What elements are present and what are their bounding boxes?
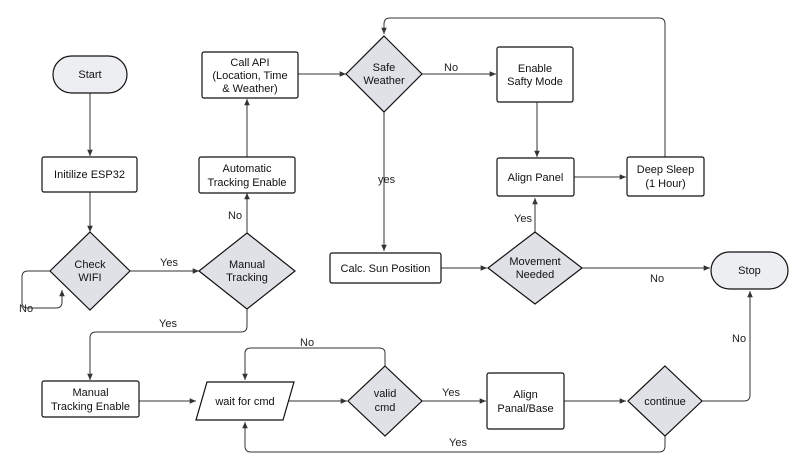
node-enable-safety-mode-label-2: Safty Mode	[507, 76, 563, 88]
node-stop-label: Stop	[738, 265, 761, 277]
edge-check-wifi-no-loop	[21, 270, 65, 309]
node-init-esp32-label: Initilize ESP32	[54, 169, 125, 181]
label-manual-no: No	[228, 210, 242, 222]
node-wait-for-cmd: wait for cmd	[195, 381, 295, 421]
node-valid-cmd-label-1: valid	[374, 388, 397, 400]
node-continue-label: continue	[644, 396, 686, 408]
node-start-label: Start	[78, 69, 101, 81]
node-movement-needed-shape	[487, 231, 583, 305]
node-manual-tracking-shape	[198, 232, 296, 310]
edges	[21, 17, 753, 453]
node-start: Start	[52, 55, 128, 94]
node-check-wifi-shape	[49, 231, 131, 311]
node-align-panel: Align Panel	[496, 157, 575, 197]
node-manual-tracking: Manual Tracking	[198, 232, 296, 310]
label-wifi-no: No	[19, 303, 33, 315]
node-automatic-tracking-enable-shape	[198, 156, 296, 194]
node-automatic-tracking-enable: Automatic Tracking Enable	[198, 156, 296, 194]
node-init-esp32-shape	[41, 156, 138, 193]
node-stop-shape	[710, 251, 789, 290]
node-calc-sun-position-label: Calc. Sun Position	[341, 263, 431, 275]
node-align-panal-base: Align Panal/Base	[486, 372, 565, 430]
node-wait-for-cmd-label: wait for cmd	[214, 396, 274, 408]
node-valid-cmd-label-2: cmd	[375, 402, 396, 414]
node-manual-tracking-enable-shape	[41, 380, 140, 418]
node-manual-tracking-enable: Manual Tracking Enable	[41, 380, 140, 418]
edge-labels: No Yes No Yes No yes Yes No No Yes Yes N…	[19, 62, 746, 449]
node-manual-tracking-label-1: Manual	[229, 259, 265, 271]
node-calc-sun-position: Calc. Sun Position	[329, 252, 442, 284]
node-call-api-label-1: Call API	[230, 57, 269, 69]
node-enable-safety-mode: Enable Safty Mode	[496, 46, 574, 103]
label-movement-yes: Yes	[514, 213, 532, 225]
node-align-panal-base-label-2: Panal/Base	[497, 403, 553, 415]
edge-manual-yes-to-manual-enable	[87, 308, 248, 380]
node-valid-cmd-shape	[347, 365, 423, 437]
edge-continue-yes-loop	[242, 422, 666, 453]
label-valid-yes: Yes	[442, 387, 460, 399]
node-check-wifi: Check WIFI	[49, 231, 131, 311]
node-valid-cmd: valid cmd	[347, 365, 423, 437]
node-call-api-label-3: & Weather)	[222, 83, 277, 95]
label-valid-no: No	[300, 337, 314, 349]
node-align-panal-base-label-1: Align	[513, 389, 537, 401]
node-enable-safety-mode-label-1: Enable	[518, 63, 552, 75]
label-movement-no: No	[650, 273, 664, 285]
node-movement-needed-label-2: Needed	[516, 269, 555, 281]
node-enable-safety-mode-shape	[496, 46, 574, 103]
node-align-panel-shape	[496, 157, 575, 197]
node-deep-sleep-label-2: (1 Hour)	[645, 178, 685, 190]
node-movement-needed-label-1: Movement	[509, 256, 560, 268]
label-wifi-yes: Yes	[160, 257, 178, 269]
node-wait-for-cmd-shape	[195, 381, 295, 421]
node-align-panal-base-shape	[486, 372, 565, 430]
node-stop: Stop	[710, 251, 789, 290]
node-deep-sleep-shape	[626, 156, 705, 197]
node-align-panel-label: Align Panel	[508, 172, 564, 184]
node-call-api-shape	[201, 51, 299, 99]
node-call-api: Call API (Location, Time & Weather)	[201, 51, 299, 99]
node-manual-tracking-enable-label-1: Manual	[72, 387, 108, 399]
edge-valid-no-loop	[242, 347, 386, 380]
node-automatic-tracking-enable-label-1: Automatic	[223, 163, 272, 175]
node-safe-weather-label-2: Weather	[363, 75, 405, 87]
edge-continue-no-to-stop	[702, 291, 753, 402]
node-start-shape	[52, 55, 128, 94]
node-call-api-label-2: (Location, Time	[212, 70, 287, 82]
node-deep-sleep: Deep Sleep (1 Hour)	[626, 156, 705, 197]
node-safe-weather: Safe Weather	[345, 35, 423, 113]
label-manual-yes: Yes	[159, 318, 177, 330]
label-weather-no: No	[444, 62, 458, 74]
node-check-wifi-label-1: Check	[74, 259, 106, 271]
node-continue: continue	[627, 365, 703, 437]
node-safe-weather-shape	[345, 35, 423, 113]
node-movement-needed: Movement Needed	[487, 231, 583, 305]
label-continue-no: No	[732, 333, 746, 345]
node-automatic-tracking-enable-label-2: Tracking Enable	[207, 177, 286, 189]
node-manual-tracking-label-2: Tracking	[226, 272, 268, 284]
node-safe-weather-label-1: Safe	[373, 62, 396, 74]
node-init-esp32: Initilize ESP32	[41, 156, 138, 193]
node-calc-sun-position-shape	[329, 252, 442, 284]
edge-deep-sleep-loop-to-safe-weather	[381, 17, 666, 157]
node-manual-tracking-enable-label-2: Tracking Enable	[51, 401, 130, 413]
node-continue-shape	[627, 365, 703, 437]
node-check-wifi-label-2: WIFI	[78, 272, 101, 284]
label-continue-yes: Yes	[449, 437, 467, 449]
node-deep-sleep-label-1: Deep Sleep	[637, 164, 695, 176]
label-weather-yes: yes	[378, 174, 396, 186]
